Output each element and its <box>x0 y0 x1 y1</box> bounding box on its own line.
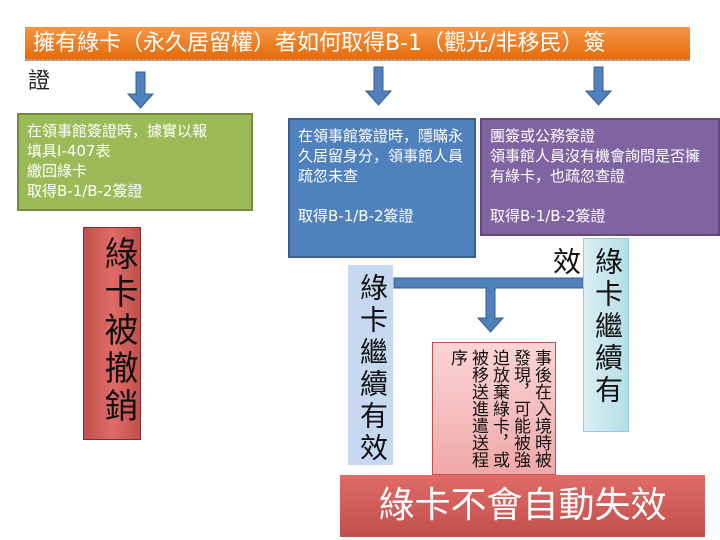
option-group-visa-box: 團簽或公務簽證 領事館人員沒有機會詢問是否擁有綠卡，也疏忽查證 取得B-1/B-… <box>480 118 720 236</box>
slide-title-overflow: 證 <box>28 69 51 94</box>
outcome-valid-left: 綠卡繼續有效 <box>348 265 393 465</box>
connector-arrow-icon <box>393 277 585 333</box>
outcome-revoked: 綠卡被撤銷 <box>83 227 141 440</box>
slide-title: 擁有綠卡（永久居留權）者如何取得B-1（觀光/非移民）簽 <box>25 27 690 61</box>
outcome-not-auto-void: 綠卡不會自動失效 <box>340 475 705 537</box>
consequence-box: 事後在入境時被發現，可能被強迫放棄綠卡，或被移送進遣送程序 <box>432 342 556 475</box>
outcome-valid-right: 綠卡繼續有效 <box>549 238 629 432</box>
option-conceal-box: 在領事館簽證時，隱瞞永久居留身分，領事館人員疏忽未查 取得B-1/B-2簽證 <box>288 118 476 258</box>
arrow-down-icon <box>584 66 613 106</box>
arrow-down-icon <box>126 71 155 109</box>
arrow-down-icon <box>364 66 393 106</box>
option-truthful-box: 在領事館簽證時，據實以報 填具I-407表 繳回綠卡 取得B-1/B-2簽證 <box>17 113 253 211</box>
